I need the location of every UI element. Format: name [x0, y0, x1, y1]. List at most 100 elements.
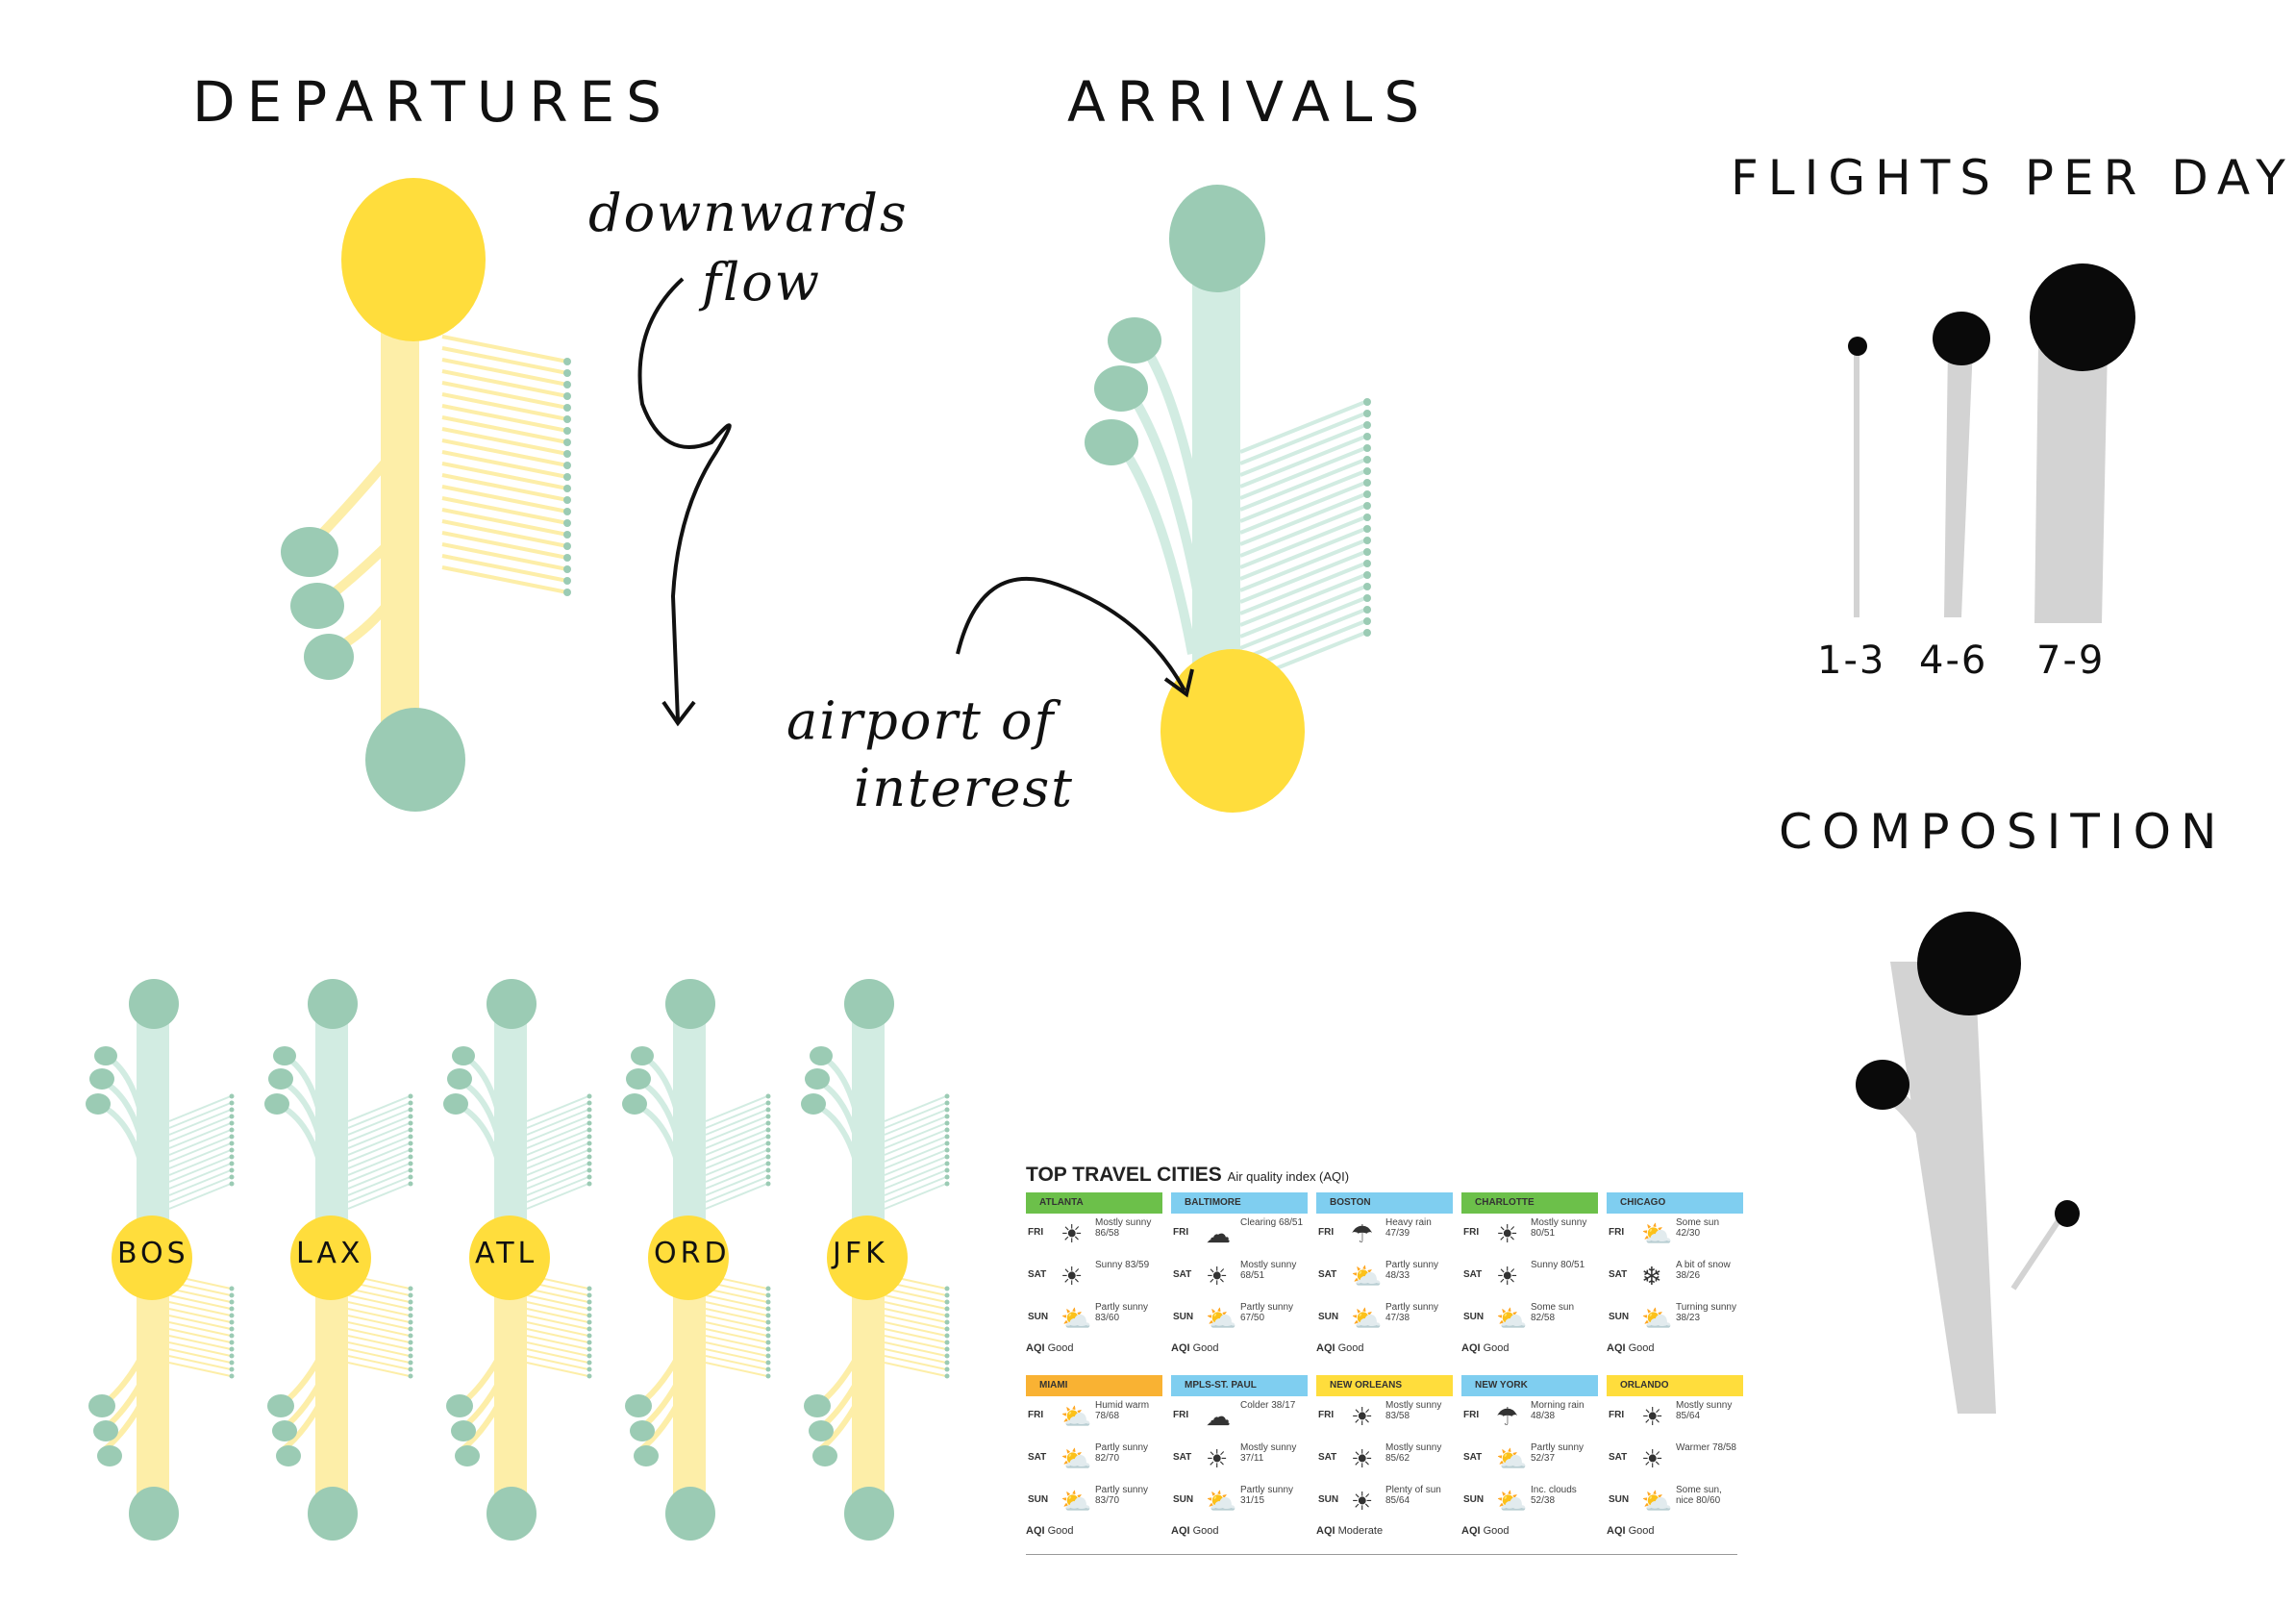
arrivals-origin-node: [1169, 185, 1265, 292]
departures-fringe-dots: [563, 358, 571, 596]
airport-diagram-atl: [443, 979, 592, 1541]
arrivals-heading: ARRIVALS: [1067, 69, 1432, 135]
forecast-day: SAT: [1609, 1452, 1628, 1463]
forecast-text: Clearing 68/51: [1240, 1217, 1304, 1228]
forecast-text: Humid warm 78/68: [1095, 1400, 1150, 1421]
forecast-row: SUN⛅Partly sunny 31/15: [1171, 1481, 1308, 1523]
composition-branch-right: [2010, 1212, 2066, 1291]
aqi-value: AQI Good: [1171, 1525, 1219, 1537]
weather-icon: ☂: [1496, 1402, 1519, 1431]
forecast-row: SAT⛅Partly sunny 82/70: [1026, 1439, 1162, 1481]
departures-destination-node: [365, 708, 465, 812]
aqi-value: AQI Moderate: [1316, 1525, 1384, 1537]
weather-icon: ⛅: [1061, 1444, 1092, 1473]
airport-diagram-ord: [622, 979, 771, 1541]
weather-title-text: TOP TRAVEL CITIES: [1026, 1164, 1222, 1186]
forecast-row: SAT☀Sunny 80/51: [1461, 1256, 1598, 1298]
composition-stem: [1890, 962, 1996, 1414]
weather-icon: ☀: [1641, 1402, 1664, 1431]
forecast-text: Inc. clouds 52/38: [1531, 1485, 1577, 1506]
forecast-row: FRI☀Mostly sunny 80/51: [1461, 1214, 1598, 1256]
departures-fringe: [441, 335, 568, 594]
aqi-value: AQI Good: [1026, 1525, 1074, 1537]
aqi-value: AQI Good: [1607, 1525, 1655, 1537]
forecast-row: SAT☀Mostly sunny 37/11: [1171, 1439, 1308, 1481]
forecast-day: SAT: [1028, 1269, 1047, 1280]
aqi-value: AQI Good: [1026, 1342, 1074, 1354]
forecast-day: SAT: [1463, 1452, 1483, 1463]
aqi-value: AQI Good: [1607, 1342, 1655, 1354]
weather-bottom-rule: [1026, 1554, 1737, 1555]
departures-diagram: [281, 178, 571, 812]
forecast-text: Partly sunny 82/70: [1095, 1442, 1149, 1464]
forecast-row: FRI☁Colder 38/17: [1171, 1396, 1308, 1439]
forecast-day: FRI: [1028, 1410, 1044, 1420]
arrivals-branch-node: [1085, 419, 1138, 465]
forecast-text: Partly sunny 83/60: [1095, 1302, 1149, 1323]
scale-node-medium: [1933, 312, 1990, 365]
forecast-day: SUN: [1028, 1312, 1049, 1322]
airport-diagram-lax: [264, 979, 413, 1541]
forecast-day: SAT: [1609, 1269, 1628, 1280]
forecast-row: SUN⛅Some sun 82/58: [1461, 1298, 1598, 1341]
weather-icon: ☀: [1351, 1487, 1374, 1516]
city-name: NEW ORLEANS: [1316, 1375, 1453, 1396]
forecast-row: SUN☀Plenty of sun 85/64: [1316, 1481, 1453, 1523]
scale-label-medium: 4-6: [1919, 639, 1988, 683]
departures-branch-node: [304, 634, 354, 680]
downwards-arrow: [637, 277, 732, 722]
forecast-row: FRI ☀ Mostly sunny 85/64: [1607, 1396, 1743, 1439]
weather-icon: ⛅: [1641, 1487, 1673, 1516]
forecast-day: SAT: [1463, 1269, 1483, 1280]
forecast-day: SUN: [1463, 1312, 1485, 1322]
downwards-arrowhead: [661, 700, 696, 727]
weather-icon: ⛅: [1206, 1304, 1237, 1333]
forecast-day: FRI: [1028, 1227, 1044, 1238]
forecast-row: SUN⛅Turning sunny 38/23: [1607, 1298, 1743, 1341]
arrivals-fringe-dots: [1363, 398, 1371, 637]
forecast-text: Mostly sunny 85/64: [1676, 1400, 1733, 1421]
flights-per-day-heading: FLIGHTS PER DAY: [1731, 150, 2295, 206]
forecast-day: FRI: [1609, 1410, 1625, 1420]
forecast-row: SUN ⛅Inc. clouds 52/38: [1461, 1481, 1598, 1523]
forecast-row: SAT⛅Partly sunny 48/33: [1316, 1256, 1453, 1298]
scale-node-small: [1848, 337, 1867, 356]
forecast-text: Sunny 83/59: [1095, 1260, 1150, 1270]
forecast-row: FRI☀Mostly sunny 86/58: [1026, 1214, 1162, 1256]
arrivals-stem: [1192, 250, 1240, 692]
forecast-day: SAT: [1173, 1269, 1192, 1280]
aqi-value: AQI Good: [1316, 1342, 1364, 1354]
forecast-row: SUN⛅Partly sunny 47/38: [1316, 1298, 1453, 1341]
forecast-row: SAT☀Mostly sunny 85/62: [1316, 1439, 1453, 1481]
forecast-row: FRI☂Heavy rain 47/39: [1316, 1214, 1453, 1256]
weather-icon: ⛅: [1641, 1304, 1673, 1333]
weather-icon: ☀: [1641, 1444, 1664, 1473]
aqi-value: AQI Good: [1171, 1342, 1219, 1354]
forecast-day: SUN: [1318, 1494, 1339, 1505]
city-name: BOSTON: [1316, 1192, 1453, 1214]
forecast-text: Some sun 42/30: [1676, 1217, 1720, 1239]
forecast-day: FRI: [1463, 1227, 1480, 1238]
forecast-day: SUN: [1318, 1312, 1339, 1322]
forecast-day: SAT: [1318, 1452, 1337, 1463]
forecast-day: SUN: [1463, 1494, 1485, 1505]
forecast-text: Warmer 78/58: [1676, 1442, 1736, 1453]
flights-per-day-scale: [1848, 263, 2135, 623]
city-name: ATLANTA: [1026, 1192, 1162, 1214]
forecast-row: SUN⛅Some sun, nice 80/60: [1607, 1481, 1743, 1523]
arrivals-airport-of-interest-node: [1160, 649, 1305, 813]
forecast-row: SUN⛅Partly sunny 83/60: [1026, 1298, 1162, 1341]
forecast-row: SAT☀Mostly sunny 68/51: [1171, 1256, 1308, 1298]
flow-label: flow: [702, 252, 821, 313]
departures-branch-node: [290, 583, 344, 629]
forecast-day: FRI: [1318, 1410, 1335, 1420]
aqi-value: AQI Good: [1461, 1342, 1510, 1354]
weather-icon: ⛅: [1496, 1487, 1528, 1516]
composition-heading: COMPOSITION: [1779, 804, 2227, 860]
airport-of-interest-arrowhead: [1163, 668, 1194, 698]
airport-label-atl: ATL: [475, 1237, 538, 1270]
